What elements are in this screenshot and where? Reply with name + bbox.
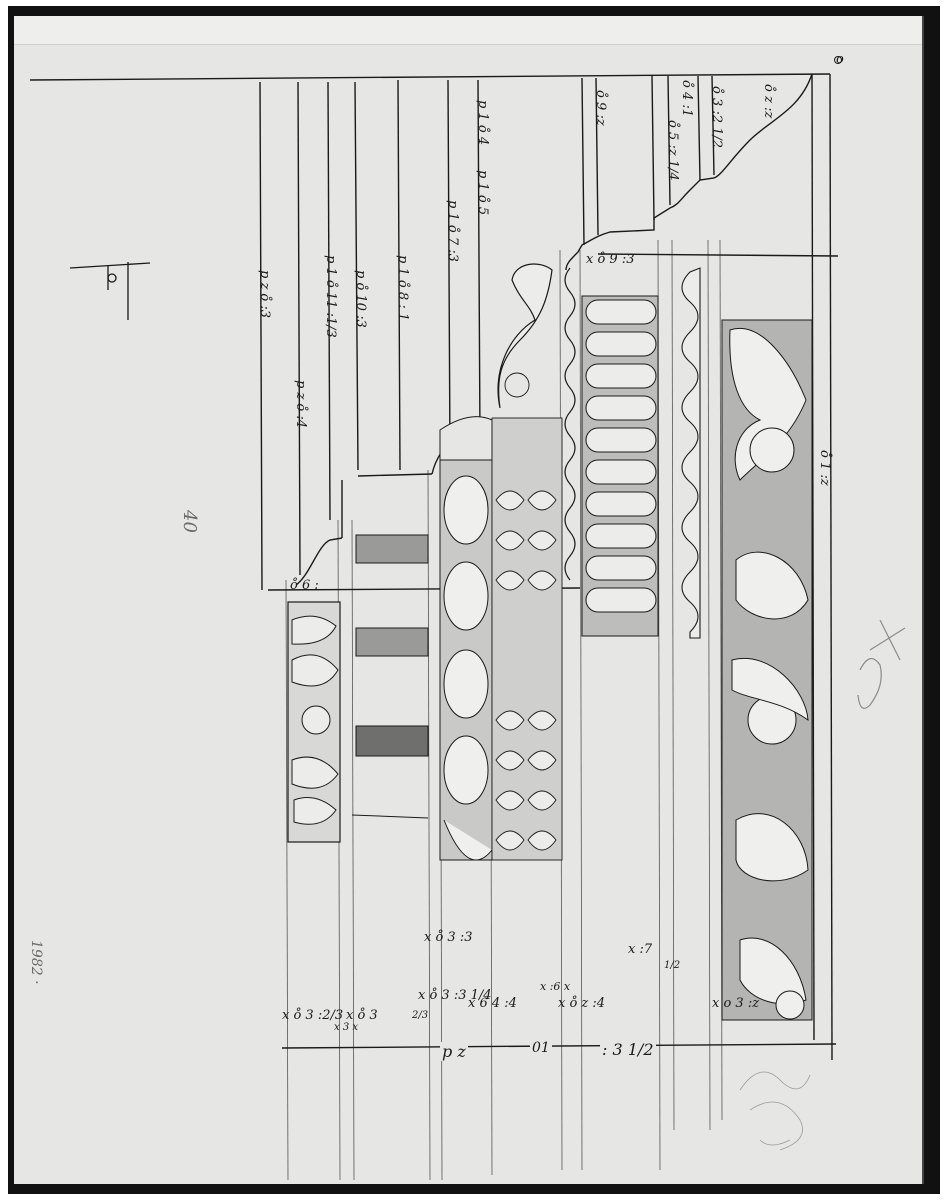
measure-6: p 1 o̊ 7 :3 <box>445 200 460 262</box>
bottom-measure-3: x 3 x <box>334 1022 358 1033</box>
hatched-blocks <box>351 534 429 819</box>
margin-ink-symbol <box>69 262 151 320</box>
measure-9: o̊ 9 :z <box>593 90 608 126</box>
rinceau-frieze <box>721 319 813 1021</box>
bottom-measure-8: x :6 x <box>540 980 571 993</box>
bottom-measure-9: x o̊ z :4 <box>558 996 606 1011</box>
wave-band <box>564 267 576 581</box>
measure-10: o̊ 5 :z 1/4 <box>665 120 680 181</box>
pencil-sketch-fragment <box>739 1071 811 1151</box>
total-dimension-end: : 3 1/2 <box>600 1040 656 1059</box>
bottom-measure-11: 1/2 <box>664 960 681 971</box>
measure-8: p 1 o̊ 4 <box>475 100 490 146</box>
bottom-measure-4: x o̊ 3 <box>346 1008 378 1023</box>
bottom-measure-10: x :7 <box>628 942 653 957</box>
bottom-measure-5: 2/3 <box>412 1010 429 1021</box>
inventory-number: 1982 · <box>28 940 44 985</box>
bottom-measure-12: x o 3 :z <box>712 996 760 1011</box>
measure-11: o̊ 4 :1 <box>679 80 694 118</box>
paper-top-strip <box>14 16 922 45</box>
acanthus-band-left <box>287 601 341 843</box>
measure-12: o̊ 3 :2 1/2 <box>709 86 724 149</box>
total-dimension-mid: 01 <box>530 1040 552 1056</box>
measure-13: o̊ z :z <box>761 84 776 119</box>
measure-7: p 1 o̊ 5 <box>475 170 490 216</box>
measure-2: p z o̊ :4 <box>293 380 308 429</box>
measure-4: p o̊ 10 :3 <box>353 270 368 328</box>
bottom-measure-1: x o̊ 3 :3 <box>424 930 473 945</box>
bottom-measure-2: x o̊ 3 :2/3 <box>282 1008 344 1023</box>
bottom-measure-6: x o̊ 3 :3 1/4 <box>418 988 492 1003</box>
egg-and-dart-band <box>439 416 493 861</box>
bottom-measure-7: x 6 4 :4 <box>468 996 517 1011</box>
top-right-circle-mark <box>834 56 842 64</box>
pencil-x-mark <box>857 619 906 709</box>
left-small-measure: o̊ 6 : <box>290 578 319 593</box>
total-dimension-p: p z <box>440 1042 468 1061</box>
cornice-measure: x o̊ 9 :3 <box>586 252 635 267</box>
measure-3: p 1 o̊ 11 :1/3 <box>323 255 338 338</box>
top-right-mark: o <box>836 52 844 67</box>
scale-leaf-band <box>491 263 563 861</box>
measure-1: p z o̊ :3 <box>257 270 272 319</box>
frieze-side-measure: o̊ 1 :z <box>817 450 832 486</box>
leaf-wave-band <box>681 267 701 639</box>
margin-number-40: 40 <box>179 510 200 533</box>
measure-5: p 1 o̊ 8 : 1 <box>395 255 410 322</box>
gadroon-band <box>581 295 659 637</box>
